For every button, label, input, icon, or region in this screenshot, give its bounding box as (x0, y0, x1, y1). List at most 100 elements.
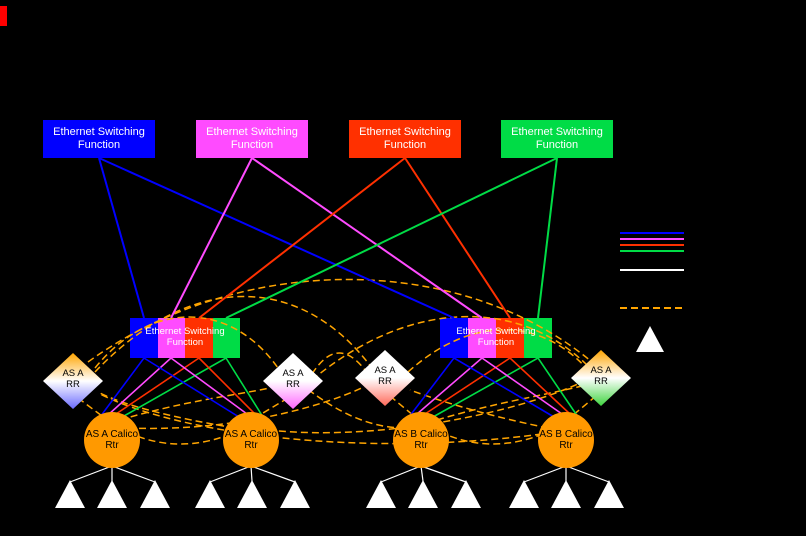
host-link (209, 465, 252, 483)
router-4-label: AS B Calico Rtr (539, 428, 593, 451)
route-reflector-3-label: AS A RR (374, 365, 396, 387)
bgp-curve (127, 385, 367, 430)
top-switch-3: Ethernet Switching Function (349, 120, 461, 158)
bgp-curve (97, 391, 236, 429)
route-reflector-diamond-1 (43, 353, 103, 409)
host-triangle (237, 480, 267, 508)
host-link (111, 465, 156, 483)
access-link-magenta (481, 357, 563, 415)
top-switch-4: Ethernet Switching Function (501, 120, 613, 158)
top-switch-1-label: Ethernet Switching Function (53, 126, 145, 151)
bgp-curve (77, 397, 103, 417)
mid-switch-2-seg-green (524, 318, 552, 358)
host-triangle (509, 480, 539, 508)
mid-switch-2-seg-blue (440, 318, 468, 358)
bgp-curve (99, 393, 543, 445)
access-link-green (225, 357, 264, 418)
trunk-link-green (225, 157, 558, 319)
route-reflector-2-label: AS A RR (282, 368, 304, 390)
host-link (69, 465, 113, 483)
access-link-blue (99, 357, 145, 418)
trunk-link-magenta (251, 157, 483, 319)
host-triangle (97, 480, 127, 508)
host-triangles (55, 480, 624, 508)
access-link-blue (143, 357, 240, 418)
mid-switch-1-seg-red (185, 318, 213, 358)
mid-switch-2-seg-magenta (468, 318, 496, 358)
host-links (69, 465, 610, 483)
access-links (99, 357, 579, 418)
trunk-link-red (198, 157, 406, 319)
bgp-curve (389, 395, 415, 417)
access-link-magenta (416, 357, 483, 415)
bgp-curve (305, 387, 406, 429)
router-1: AS A Calico Rtr (84, 412, 140, 468)
access-link-blue (408, 357, 455, 418)
bgp-curve (87, 278, 593, 363)
route-reflector-4-label: AS A RR (590, 365, 612, 387)
host-link (420, 465, 424, 482)
top-switch-3-label: Ethernet Switching Function (359, 126, 451, 151)
trunk-link-magenta (170, 157, 253, 319)
top-switch-2: Ethernet Switching Function (196, 120, 308, 158)
bgp-curve (119, 387, 271, 421)
route-reflector-1-label: AS A RR (62, 368, 84, 390)
bgp-curve (439, 431, 549, 445)
host-link (565, 465, 610, 483)
route-reflector-diamond-2 (263, 353, 323, 409)
host-triangle (408, 480, 438, 508)
bgp-curve (311, 352, 369, 375)
corner-mark (0, 6, 7, 26)
mid-switch-1-seg-magenta (157, 318, 185, 358)
host-triangle (195, 480, 225, 508)
host-triangle (451, 480, 481, 508)
bgp-curve (267, 381, 583, 434)
bgp-curve (94, 295, 373, 373)
legend-host-triangle (636, 326, 664, 352)
trunk-links (98, 157, 558, 319)
host-triangle (280, 480, 310, 508)
host-link (523, 465, 567, 483)
router-2-label: AS A Calico Rtr (224, 428, 278, 451)
bgp-curve (436, 385, 583, 421)
access-link-red (509, 357, 571, 415)
trunk-link-blue (98, 157, 145, 319)
access-link-red (198, 357, 256, 415)
top-switch-4-label: Ethernet Switching Function (511, 126, 603, 151)
access-link-blue (453, 357, 555, 418)
bgp-curve (127, 431, 236, 445)
host-link (250, 465, 253, 482)
host-triangle (366, 480, 396, 508)
top-switch-2-label: Ethernet Switching Function (206, 126, 298, 151)
bgp-curve (94, 316, 279, 369)
mid-switch-1-label: Ethernet Switching Function (145, 326, 225, 348)
bgp-session-curves (77, 278, 597, 445)
bgp-curve (257, 397, 289, 417)
access-link-red (115, 357, 200, 415)
host-link (250, 465, 296, 483)
mid-switch-2-label: Ethernet Switching Function (456, 326, 536, 348)
router-3-label: AS B Calico Rtr (394, 428, 448, 451)
host-triangle (551, 480, 581, 508)
trunk-link-blue (98, 157, 455, 319)
bgp-curve (407, 329, 589, 373)
bgp-curve (311, 315, 589, 381)
router-3: AS B Calico Rtr (393, 412, 449, 468)
router-4: AS B Calico Rtr (538, 412, 594, 468)
host-triangle (55, 480, 85, 508)
router-2: AS A Calico Rtr (223, 412, 279, 468)
host-link (420, 465, 467, 483)
host-link (380, 465, 422, 483)
access-link-magenta (170, 357, 248, 415)
trunk-link-green (537, 157, 558, 319)
host-triangle (594, 480, 624, 508)
route-reflector-diamond-3 (355, 350, 415, 406)
mid-switch-1-seg-blue (130, 318, 158, 358)
mid-switch-1 (130, 318, 240, 358)
router-1-label: AS A Calico Rtr (85, 428, 139, 451)
legend (620, 232, 684, 352)
bgp-curve (409, 389, 549, 429)
host-triangle (140, 480, 170, 508)
